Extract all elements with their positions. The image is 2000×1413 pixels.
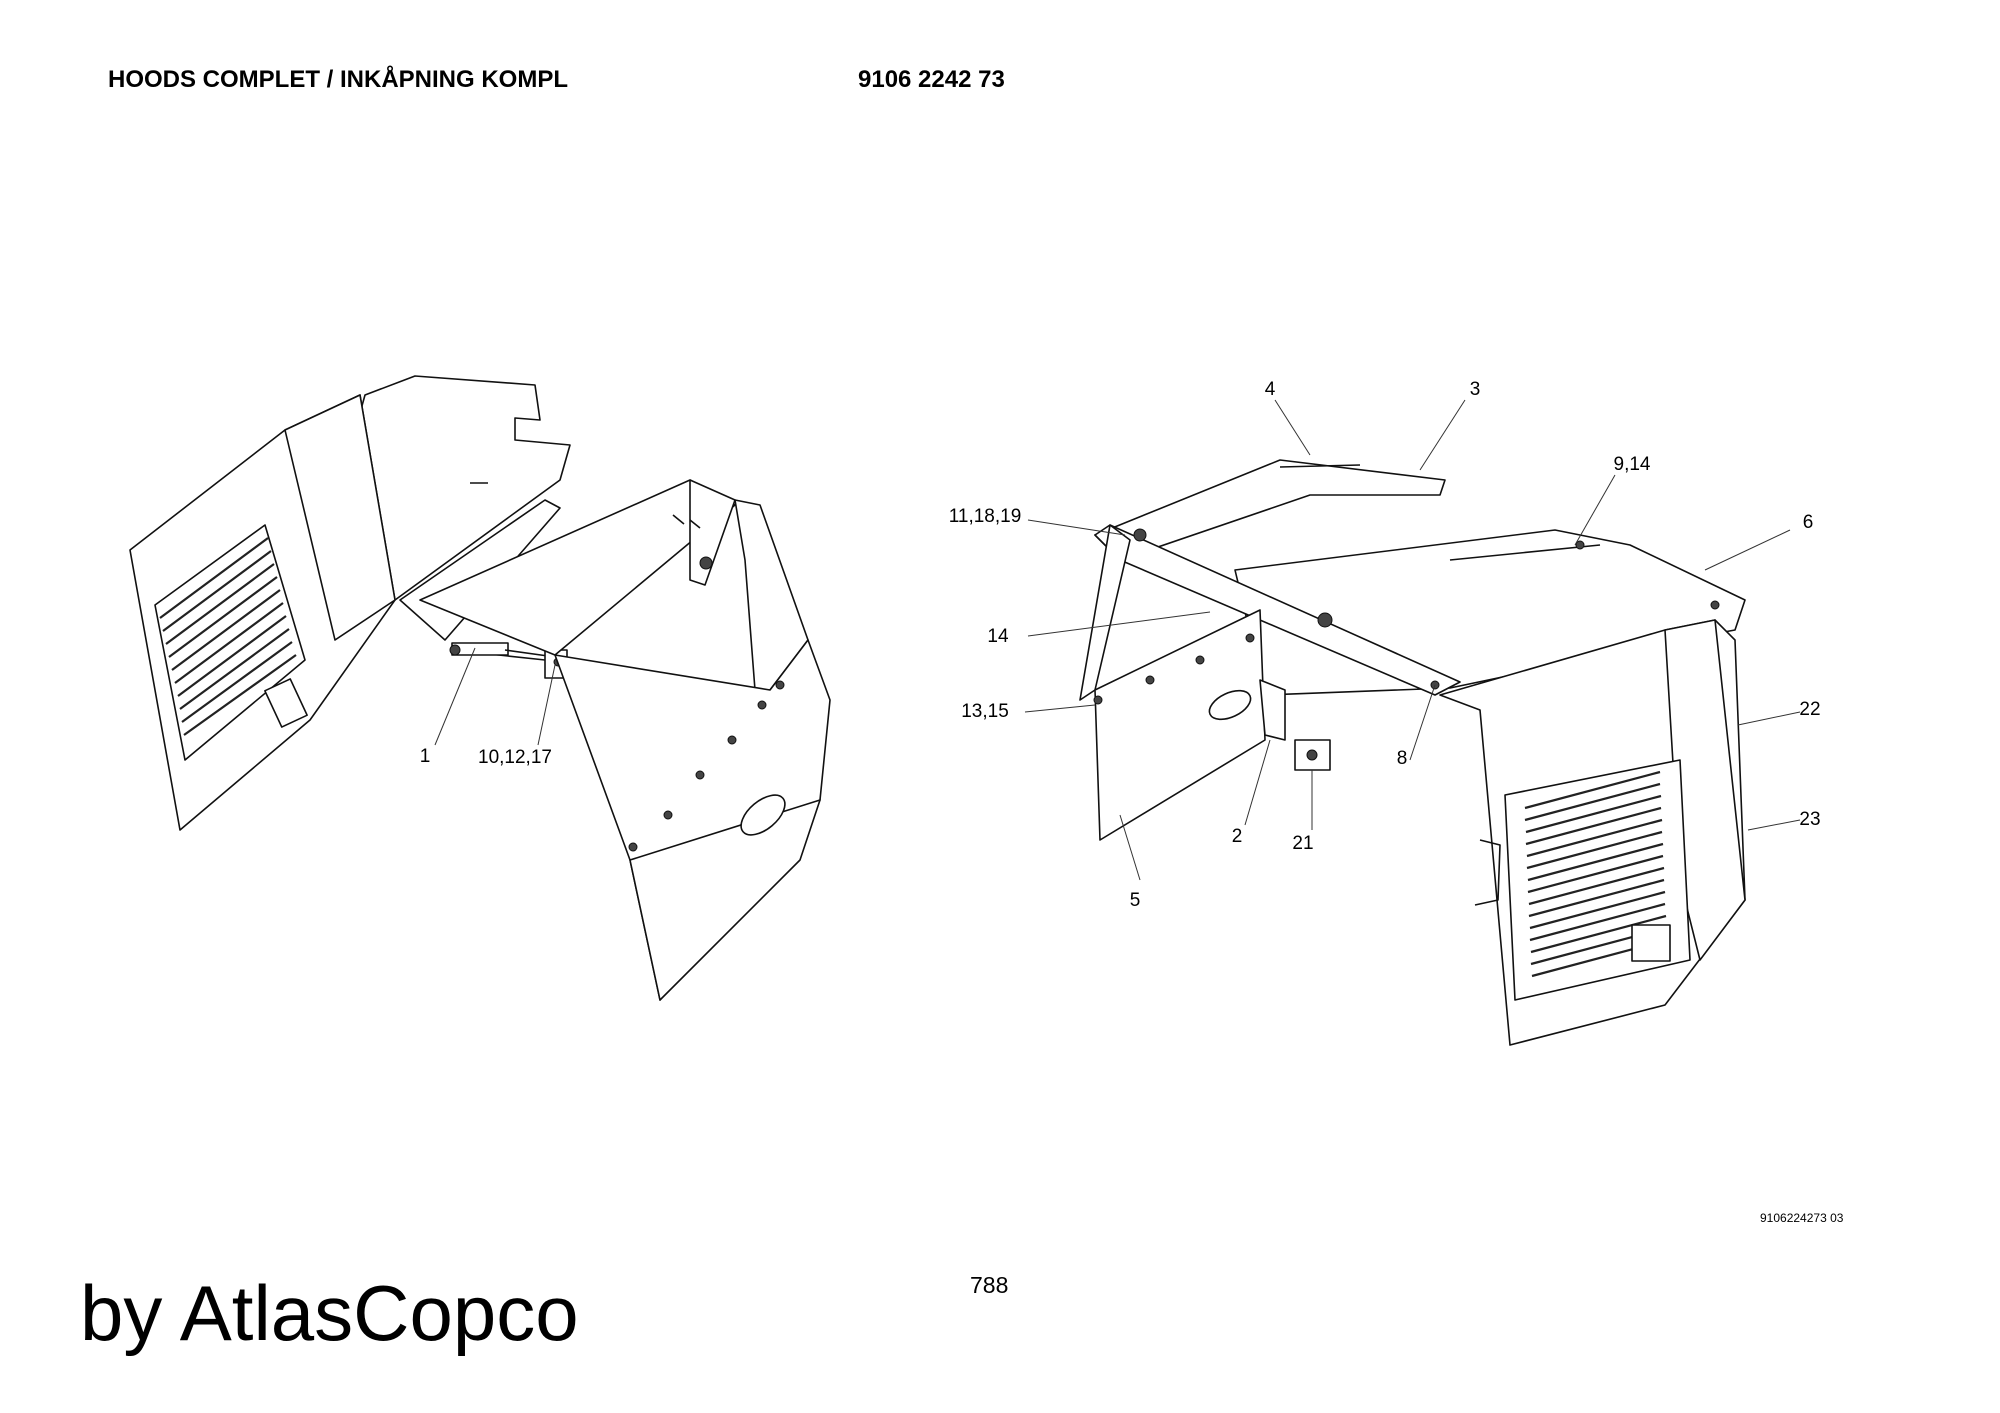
callout-23: 23 (1799, 809, 1820, 830)
callout-6: 6 (1803, 512, 1814, 533)
callout-14: 14 (987, 626, 1009, 647)
callout-3: 3 (1470, 379, 1481, 400)
callout-2: 2 (1232, 826, 1243, 847)
left-grille (159, 537, 297, 736)
callout-8: 8 (1397, 748, 1408, 769)
callout-labels: 1 10,12,17 4 3 9,14 11,18,19 6 14 13,15 … (420, 379, 1821, 911)
left-assembly-drawing (129, 375, 831, 1001)
right-grille (1524, 770, 1668, 978)
page-number: 788 (970, 1272, 1009, 1298)
watermark-text: by AtlasCopco (80, 1269, 579, 1357)
callout-leaders (434, 399, 1801, 881)
callout-11-18-19: 11,18,19 (949, 506, 1022, 527)
part-number: 9106 2242 73 (858, 66, 1005, 93)
callout-9-14: 9,14 (1614, 454, 1651, 475)
callout-21: 21 (1292, 833, 1313, 854)
drawing-reference: 9106224273 03 (1760, 1211, 1844, 1225)
callout-13-15: 13,15 (961, 701, 1009, 722)
callout-5: 5 (1130, 890, 1141, 911)
callout-22: 22 (1799, 699, 1820, 720)
callout-10-12-17: 10,12,17 (478, 747, 552, 768)
page-title: HOODS COMPLET / INKÅPNING KOMPL (108, 66, 569, 93)
callout-1: 1 (420, 746, 431, 767)
right-assembly-drawing (1079, 459, 1746, 1046)
callout-4: 4 (1265, 379, 1276, 400)
